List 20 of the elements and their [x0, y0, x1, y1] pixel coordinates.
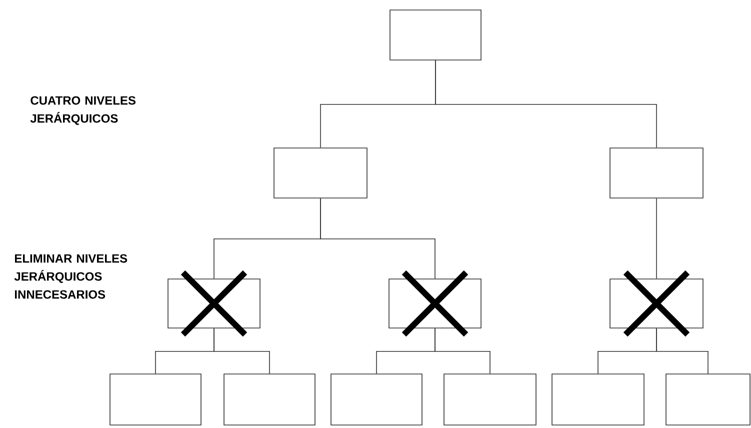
connector-line	[656, 198, 657, 279]
org-box	[666, 374, 750, 426]
org-box	[444, 374, 536, 426]
org-box	[610, 278, 704, 328]
org-box	[110, 374, 202, 426]
org-box	[274, 148, 368, 198]
org-box	[552, 374, 644, 426]
org-box	[330, 374, 422, 426]
connector-line	[435, 60, 657, 148]
connector-line	[656, 328, 708, 374]
org-box	[610, 148, 704, 198]
org-box	[388, 278, 482, 328]
annotation-text: CUATRO NIVELES JERÁRQUICOS	[30, 96, 136, 125]
connector-line	[214, 328, 270, 374]
org-box	[224, 374, 316, 426]
connector-line	[434, 328, 490, 374]
org-box	[390, 10, 482, 60]
annotation-text: ELIMINAR NIVELES JERÁRQUICOS INNECESARIOS	[14, 254, 128, 299]
connector-line	[320, 198, 436, 279]
org-box	[168, 278, 260, 328]
